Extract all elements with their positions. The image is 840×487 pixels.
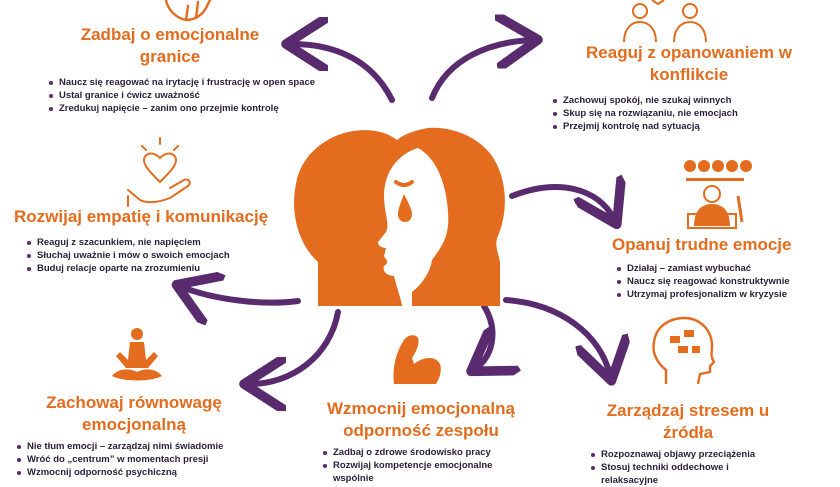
list-item: wspólnie — [333, 473, 374, 484]
bullet-list-trudne: Działaj – zamiast wybuchać Naucz się rea… — [616, 262, 834, 301]
bullet-list-empatia: Reaguj z szacunkiem, nie napięciem Słuch… — [26, 236, 314, 275]
title-line: Rozwijaj empatię i komunikację — [14, 207, 269, 226]
arrow-to-rownowaga — [250, 309, 341, 384]
arrow-to-stres — [503, 297, 610, 375]
section-title-stres: Zarządzaj stresem u źródła — [588, 400, 788, 444]
list-item: Rozwijaj kompetencje emocjonalne — [322, 459, 528, 472]
list-item: Przejmij kontrolę nad sytuacją — [552, 120, 830, 133]
title-line: granice — [139, 47, 201, 66]
title-line: Opanuj trudne emocje — [612, 235, 792, 254]
list-item: Zredukuj napięcie – zanim ono przejmie k… — [48, 102, 320, 115]
list-item: Naucz się reagować konstruktywnie — [616, 275, 834, 288]
arrow-to-granice — [292, 44, 395, 103]
title-line: Zachowaj równowagę — [46, 393, 222, 412]
two-people-icon — [623, 0, 707, 43]
stress-head-icon — [652, 316, 716, 385]
list-item: relaksacyjne — [601, 475, 659, 486]
flexed-arm-icon — [393, 335, 441, 384]
section-odpornosc: Wzmocnij emocjonalną odporność zespołu Z… — [314, 398, 528, 485]
title-line: Zadbaj o emocjonalne — [80, 25, 260, 44]
title-line: źródła — [662, 423, 714, 442]
title-line: konflikcie — [649, 65, 729, 84]
section-stres: Zarządzaj stresem u źródła Rozpoznawaj o… — [588, 400, 788, 487]
section-title-rownowaga: Zachowaj równowagę emocjonalną — [14, 392, 254, 436]
list-item: Zachowuj spokój, nie szukaj winnych — [552, 94, 830, 107]
title-line: odporność zespołu — [343, 421, 499, 440]
two-heads-icon — [294, 127, 505, 306]
list-item: Rozpoznawaj objawy przeciążenia — [590, 448, 788, 461]
section-title-empatia: Rozwijaj empatię i komunikację — [14, 206, 314, 228]
bullet-list-konflikt: Zachowuj spokój, nie szukaj winnych Skup… — [552, 94, 830, 133]
heart-hand-icon — [127, 137, 191, 207]
arrow-to-trudne — [509, 187, 614, 219]
section-title-konflikt: Reaguj z opanowaniem w konflikcie — [548, 42, 830, 86]
list-item: Reaguj z szacunkiem, nie napięciem — [26, 236, 314, 249]
list-item: Ustal granice i ćwicz uważność — [48, 89, 320, 102]
section-empatia: Rozwijaj empatię i komunikację Reaguj z … — [14, 206, 314, 275]
list-item: Nie tłum emocji – zarządzaj nimi świadom… — [16, 440, 254, 453]
hand-stop-icon — [164, 0, 212, 22]
list-item: Wróć do „centrum” w momentach presji — [16, 453, 254, 466]
section-title-trudne: Opanuj trudne emocje — [612, 234, 834, 256]
section-trudne: Opanuj trudne emocje Działaj – zamiast w… — [612, 234, 834, 301]
list-item: Stosuj techniki oddechowe i — [590, 461, 788, 474]
section-konflikt: Reaguj z opanowaniem w konflikcie Zachow… — [548, 42, 830, 133]
bullet-list-rownowaga: Nie tłum emocji – zarządzaj nimi świadom… — [16, 440, 254, 479]
list-item: Skup się na rozwiązaniu, nie emocjach — [552, 107, 830, 120]
list-item: Wzmocnij odporność psychiczną — [16, 466, 254, 479]
bullet-list-granice: Naucz się reagować na irytację i frustra… — [48, 76, 320, 115]
list-item: Słuchaj uważnie i mów o swoich emocjach — [26, 249, 314, 262]
title-line: emocjonalną — [82, 415, 186, 434]
arrow-to-odpornosc — [476, 303, 492, 368]
list-item: Zadbaj o zdrowe środowisko pracy — [322, 446, 528, 459]
section-granice: Zadbaj o emocjonalne granice Naucz się r… — [20, 24, 320, 115]
meditation-icon — [112, 328, 162, 381]
section-rownowaga: Zachowaj równowagę emocjonalną Nie tłum … — [14, 392, 254, 479]
bullet-list-stres: Rozpoznawaj objawy przeciążenia Stosuj t… — [590, 448, 788, 487]
bullet-list-odpornosc: Zadbaj o zdrowe środowisko pracy Rozwija… — [322, 446, 528, 485]
title-line: Wzmocnij emocjonalną — [327, 399, 515, 418]
list-item: Utrzymaj profesjonalizm w kryzysie — [616, 288, 834, 301]
arrow-to-konflikt — [429, 40, 532, 101]
list-item: Naucz się reagować na irytację i frustra… — [48, 76, 320, 89]
title-line: Zarządzaj stresem u — [606, 401, 770, 420]
section-title-odpornosc: Wzmocnij emocjonalną odporność zespołu — [314, 398, 528, 442]
emotions-person-icon — [684, 160, 752, 229]
list-item: Buduj relacje oparte na zrozumieniu — [26, 262, 314, 275]
title-line: Reaguj z opanowaniem w — [586, 43, 792, 62]
section-title-granice: Zadbaj o emocjonalne granice — [20, 24, 320, 68]
list-item: Działaj – zamiast wybuchać — [616, 262, 834, 275]
arrow-to-empatia — [182, 287, 301, 303]
